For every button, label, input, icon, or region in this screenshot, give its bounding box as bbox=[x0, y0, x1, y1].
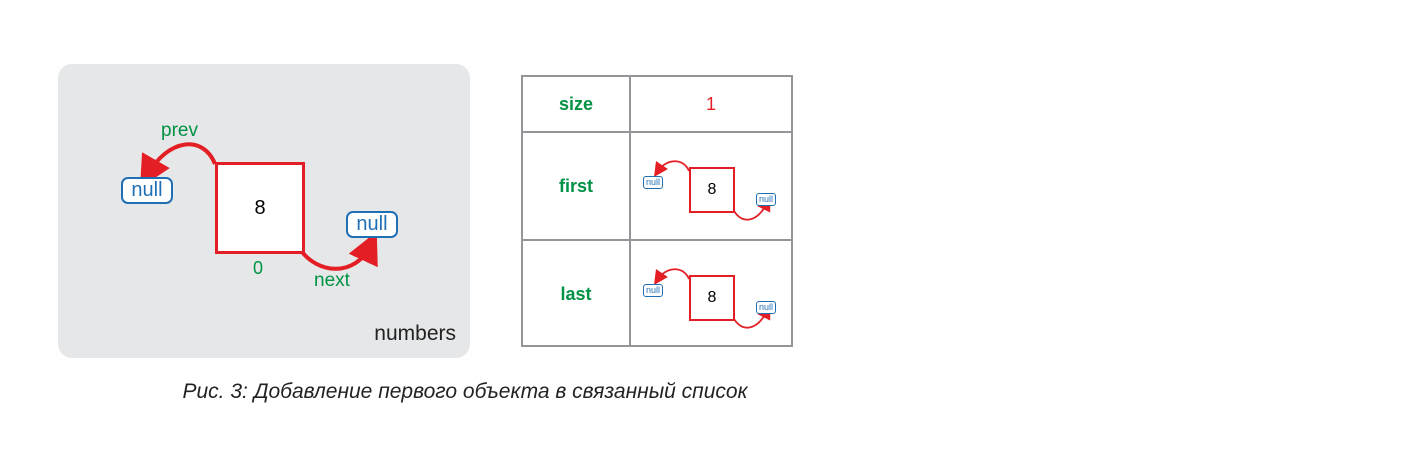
variable-name: numbers bbox=[374, 322, 456, 345]
figure-caption: Рис. 3: Добавление первого объекта в свя… bbox=[182, 380, 748, 403]
prev-null-pill: null bbox=[121, 177, 173, 204]
row-key: last bbox=[523, 241, 631, 347]
next-label: next bbox=[314, 270, 350, 291]
row-key: size bbox=[523, 77, 631, 131]
node-box: 8 bbox=[215, 162, 305, 254]
mini-next-arrow bbox=[732, 196, 771, 221]
mini-prev-null: null bbox=[643, 176, 664, 189]
mini-next-null: null bbox=[756, 193, 777, 206]
linked-list-panel: prev null 8 0 null next numbers bbox=[58, 64, 470, 358]
mini-next-null: null bbox=[756, 301, 777, 314]
mini-arrows bbox=[654, 268, 771, 329]
mini-node-diagram: null 8 null bbox=[631, 241, 791, 347]
mini-arrows bbox=[654, 160, 771, 221]
mini-next-arrow bbox=[732, 304, 771, 329]
table-row-first: first null 8 null bbox=[523, 133, 791, 241]
mini-node-box: 8 bbox=[689, 275, 735, 321]
row-key: first bbox=[523, 133, 631, 239]
mini-prev-null: null bbox=[643, 284, 664, 297]
mini-node-box: 8 bbox=[689, 167, 735, 213]
prev-label: prev bbox=[161, 120, 198, 141]
mini-prev-arrow bbox=[654, 160, 690, 177]
list-fields-table: size 1 first null 8 null last bbox=[521, 75, 793, 347]
table-row-last: last null 8 null bbox=[523, 241, 791, 347]
mini-node-diagram: null 8 null bbox=[631, 133, 791, 239]
row-value: null 8 null bbox=[631, 241, 791, 347]
table-row-size: size 1 bbox=[523, 77, 791, 133]
size-value: 1 bbox=[705, 93, 716, 114]
row-value: 1 bbox=[631, 77, 791, 131]
arrows-layer bbox=[140, 142, 378, 271]
node-index: 0 bbox=[253, 258, 264, 278]
prev-arrow bbox=[140, 142, 217, 188]
next-arrow bbox=[297, 231, 378, 271]
next-null-pill: null bbox=[346, 211, 398, 238]
mini-prev-arrow bbox=[654, 268, 690, 285]
row-value: null 8 null bbox=[631, 133, 791, 239]
